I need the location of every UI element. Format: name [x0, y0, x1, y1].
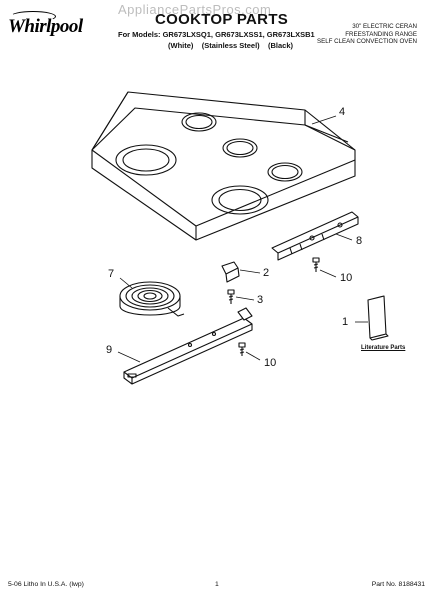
callout-8: 8 [356, 235, 363, 247]
product-line-1: 30" ELECTRIC CERAN [352, 23, 417, 30]
leader-lines [117, 115, 368, 363]
callout-2: 2 [263, 267, 270, 279]
callout-3: 3 [257, 294, 264, 306]
screw-clip [227, 289, 235, 304]
product-line-3: SELF CLEAN CONVECTION OVEN [316, 38, 417, 46]
callout-10-upper: 10 [340, 272, 353, 284]
callout-9: 9 [106, 344, 113, 356]
product-description: 30" ELECTRIC CERAN FREESTANDING RANGE SE… [317, 23, 417, 46]
brand-logo: Whirlpool [8, 16, 83, 37]
screw-upper [312, 257, 320, 272]
element-support-bar [123, 307, 253, 385]
callout-10-lower: 10 [264, 357, 277, 369]
models-line: For Models: GR673LXSQ1, GR673LXSS1, GR67… [118, 30, 315, 39]
callout-7: 7 [108, 268, 115, 280]
cooktop-glass [91, 91, 356, 241]
surface-element [119, 281, 185, 317]
callout-4: 4 [339, 106, 346, 118]
literature-booklet [367, 295, 389, 341]
watermark: AppliancePartsPros.com [118, 2, 272, 17]
footer-page-number: 1 [215, 581, 219, 588]
literature-parts-label: Literature Parts [361, 345, 406, 351]
footer-litho: 5-06 Litho In U.S.A. (lwp) [8, 581, 84, 588]
screw-lower [238, 342, 246, 356]
callout-1: 1 [342, 316, 349, 328]
brand-swoosh-icon [10, 11, 56, 22]
footer-part-number: Part No. 8188431 [371, 581, 425, 588]
product-line-2: FREESTANDING RANGE [345, 30, 417, 38]
rear-bracket [271, 211, 359, 261]
variants-line: (White) (Stainless Steel) (Black) [168, 41, 294, 50]
page-title: COOKTOP PARTS [155, 11, 289, 28]
mounting-clip [221, 261, 240, 283]
